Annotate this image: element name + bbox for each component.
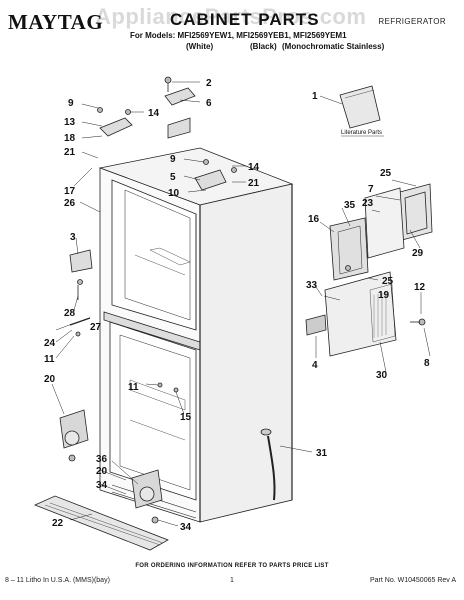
callout-11-left: 11 — [44, 354, 55, 365]
freezer-liner — [109, 321, 197, 501]
callout-1: 1 — [312, 91, 318, 102]
callout-11-center: 11 — [128, 382, 139, 393]
callout-30: 30 — [376, 370, 388, 381]
callout-25-upper: 25 — [380, 168, 392, 179]
page-number: 1 — [230, 577, 234, 584]
brand-logo: MAYTAG — [8, 10, 104, 34]
callout-26: 26 — [64, 198, 76, 209]
water-tube — [267, 435, 276, 501]
callout-29: 29 — [412, 248, 424, 259]
callout-34-right: 34 — [180, 522, 192, 533]
callout-24: 24 — [44, 338, 56, 349]
callout-22: 22 — [52, 518, 64, 529]
callout-6: 6 — [206, 98, 212, 109]
part-number: Part No. W10450065 Rev A — [370, 577, 456, 584]
callout-4: 4 — [312, 360, 318, 371]
callout-17: 17 — [64, 186, 76, 197]
callout-21-upper: 21 — [64, 147, 76, 158]
top-hinge-center — [164, 87, 196, 106]
callout-14-lower: 14 — [248, 162, 260, 173]
appliance-type: REFRIGERATOR — [378, 17, 446, 26]
callout-33: 33 — [306, 280, 318, 291]
variant-stainless: (Monochromatic Stainless) — [282, 42, 385, 51]
callout-10: 10 — [168, 188, 180, 199]
callout-23: 23 — [362, 198, 374, 209]
callout-8: 8 — [424, 358, 430, 369]
callout-9-upper: 9 — [68, 98, 74, 109]
cabinet-right-face — [199, 183, 293, 523]
callout-31: 31 — [316, 448, 328, 459]
callout-3: 3 — [70, 232, 76, 243]
callout-28: 28 — [64, 308, 76, 319]
callout-21-lower: 21 — [248, 178, 260, 189]
ordering-note: FOR ORDERING INFORMATION REFER TO PARTS … — [135, 563, 329, 569]
variant-black: (Black) — [250, 42, 277, 51]
callout-12: 12 — [414, 282, 426, 293]
top-hinge-right — [194, 169, 227, 191]
callout-5: 5 — [170, 172, 176, 183]
callout-2: 2 — [206, 78, 212, 89]
callout-20-upper: 20 — [44, 374, 56, 385]
callout-7: 7 — [368, 184, 374, 195]
liner-back — [124, 189, 191, 321]
page-title: CABINET PARTS — [170, 10, 320, 29]
callout-25-lower: 25 — [382, 276, 394, 287]
callout-13: 13 — [64, 117, 76, 128]
models-line: For Models: MFI2569YEW1, MFI2569YEB1, MF… — [130, 31, 347, 40]
callout-9-lower: 9 — [170, 154, 176, 165]
foam-strip — [305, 314, 327, 336]
print-info: 8 – 11 Litho In U.S.A. (MMS)(bay) — [5, 577, 110, 584]
callout-14-upper: 14 — [148, 108, 160, 119]
callout-35: 35 — [344, 200, 356, 211]
rear-panel — [364, 187, 405, 259]
callout-16: 16 — [308, 214, 320, 225]
callout-15: 15 — [180, 412, 192, 423]
top-hinge-left — [99, 117, 133, 137]
watermark: AppliancePartsPros.com — [95, 4, 367, 29]
callout-36: 36 — [96, 454, 108, 465]
callout-18: 18 — [64, 133, 76, 144]
callout-19: 19 — [378, 290, 390, 301]
callout-34-left: 34 — [96, 480, 108, 491]
callout-20-lower: 20 — [96, 466, 108, 477]
callout-27: 27 — [90, 322, 102, 333]
literature-booklet — [339, 85, 381, 129]
variant-white: (White) — [186, 42, 214, 51]
literature-parts-label: Literature Parts — [341, 130, 382, 136]
door-stop-bracket — [69, 249, 93, 273]
